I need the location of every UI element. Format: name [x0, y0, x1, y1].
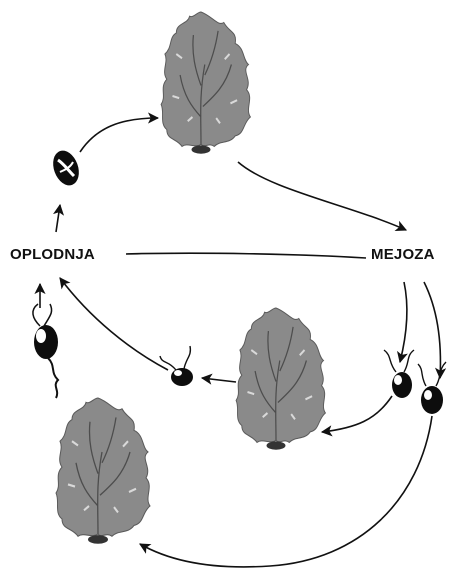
- meiosis-label: MEJOZA: [371, 246, 435, 263]
- thallus-bottom-icon: [54, 396, 152, 545]
- arrow-spore-to-bottom-thallus: [139, 415, 433, 568]
- spore-left-icon: [159, 345, 193, 386]
- arrow-spore-to-fertilization: [59, 277, 169, 371]
- arrow-fertilization-to-zygote: [52, 203, 65, 233]
- line-fertilization-meiosis: [125, 252, 367, 259]
- zygote-icon: [53, 150, 79, 186]
- arrow-zygote-to-thallus: [79, 112, 160, 153]
- arrow-thallus-to-spore-left: [200, 373, 237, 385]
- fertilization-label: OPLODNJA: [10, 246, 95, 263]
- arrow-thallus-to-meiosis: [237, 161, 408, 232]
- thallus-middle-icon: [235, 306, 327, 451]
- arrow-spore-to-middle-thallus: [320, 395, 393, 437]
- spore-right-1-icon: [383, 349, 415, 398]
- cycle-arrows: [34, 112, 447, 568]
- arrow-meiosis-to-spore-2: [423, 281, 447, 380]
- gamete-left-icon: [32, 303, 60, 399]
- thallus-top-icon: [160, 10, 252, 155]
- spore-right-2-icon: [417, 361, 447, 414]
- arrow-meiosis-to-spore-1: [397, 281, 408, 364]
